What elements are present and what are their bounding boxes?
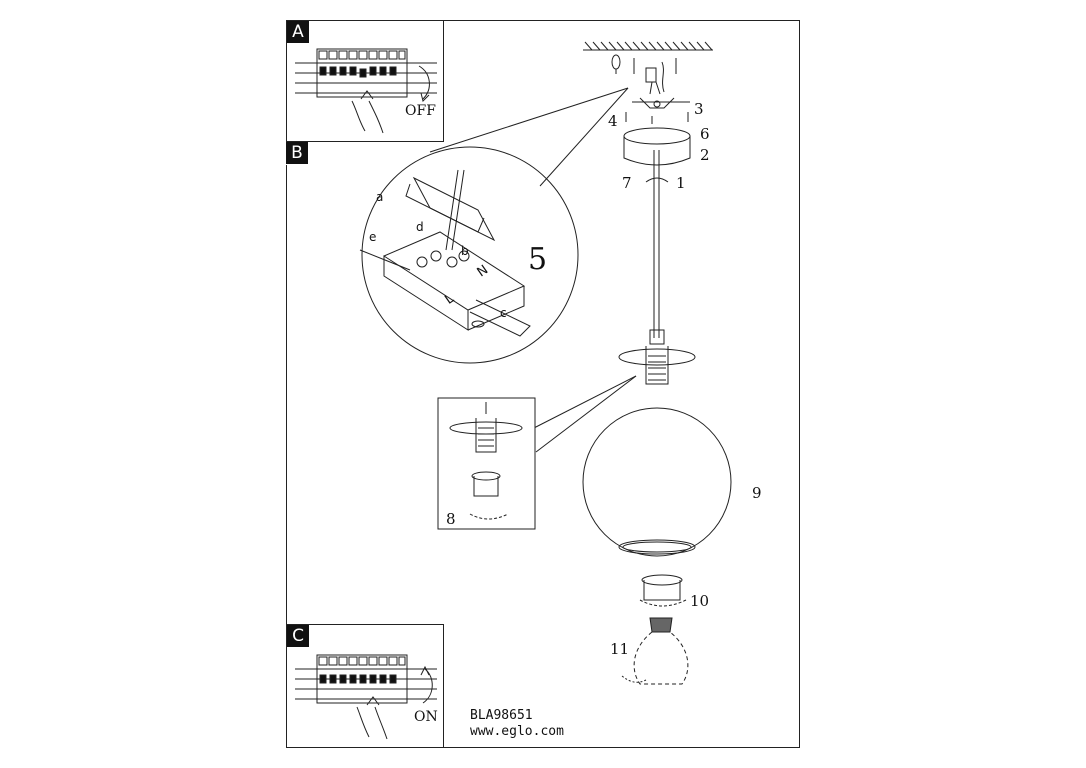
callout-e: e [369,230,377,244]
instruction-sheet-frame [286,20,800,748]
step-6: 6 [700,125,710,143]
on-label: ON [414,709,438,725]
breaker-off-illustration [295,48,437,134]
callout-b: b [461,244,469,258]
panel-c-letter: C [287,625,309,647]
step-2: 2 [700,146,710,164]
step-11: 11 [610,640,630,658]
panel-a: A OFF [286,20,444,142]
step-10: 10 [690,592,710,610]
inset-socket-detail [437,397,536,530]
callout-a: a [376,190,384,204]
panel-b-letter: B [286,142,308,164]
panel-c: C ON [286,624,444,748]
step-3: 3 [694,100,704,118]
panel-a-letter: A [287,21,309,43]
step-9: 9 [752,484,762,502]
step-7: 7 [622,174,632,192]
connector-detail [359,169,531,337]
breaker-on-illustration [295,654,437,740]
callout-c: c [500,306,507,320]
panel-b-tag: B [286,142,309,165]
step-4: 4 [608,112,618,130]
website: www.eglo.com [470,724,564,739]
step-8: 8 [446,510,456,528]
ceiling-hatch [583,41,713,51]
callout-d: d [416,220,424,234]
step-1: 1 [676,174,686,192]
product-code: BLA98651 [470,708,533,723]
detail-step-number: 5 [528,242,548,277]
off-label: OFF [405,103,436,119]
